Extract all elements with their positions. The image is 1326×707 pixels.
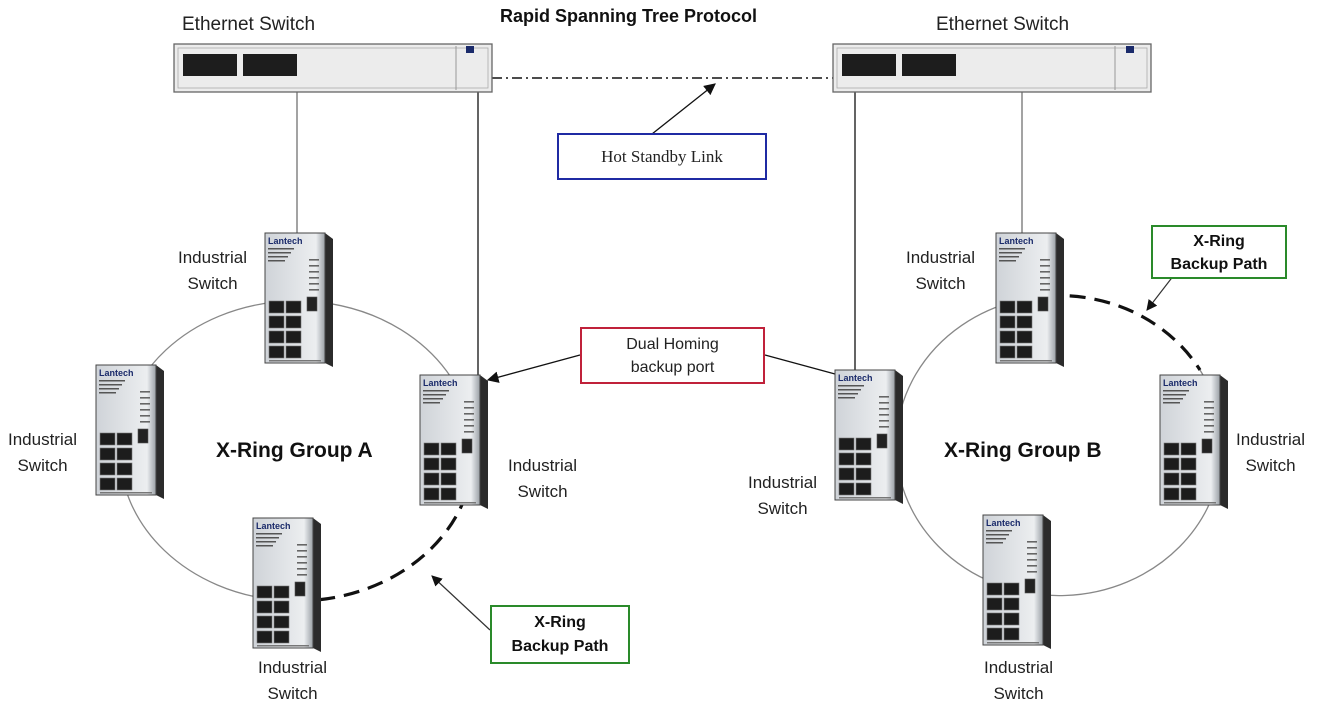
hot-standby-arrow [651,83,716,135]
backup-path-b-arrow [1146,274,1175,311]
dual-homing-arrow [486,354,581,383]
device-brand-label: Lantech [268,236,303,246]
industrial-switch-b-bottom: Lantech [982,514,1051,649]
industrial-switch-a-left: Lantech [95,364,164,499]
industrial-switch-a-top: Lantech [264,232,333,367]
group-a-label: X-Ring Group A [216,439,373,462]
ring-a-backup-path [276,419,476,603]
backup-path-a-callout: X-Ring Backup Path [490,605,630,664]
industrial-switch-b-top: Lantech [995,232,1064,367]
group-b-label: X-Ring Group B [944,439,1102,462]
dual-homing-link-b [764,354,836,375]
ring-a-solid [119,300,471,601]
dual-homing-callout: Dual Homing backup port [580,327,765,384]
industrial-switch-b-right: Lantech [1159,374,1228,509]
ethernet-switch-b-label: Ethernet Switch [936,14,1070,35]
hot-standby-text: Hot Standby Link [601,147,723,166]
industrial-switch-a-right: Lantech [419,374,488,509]
hot-standby-callout: Hot Standby Link [557,133,767,180]
backup-path-a-arrow [431,575,491,631]
industrial-switch-b-left: Lantech [834,369,903,504]
device-brand-label: Lantech [99,368,134,378]
device-brand-label: Lantech [423,378,458,388]
device-brand-label: Lantech [256,521,291,531]
device-brand-label: Lantech [999,236,1034,246]
industrial-switch-a-bottom: Lantech [252,517,321,652]
device-brand-label: Lantech [1163,378,1198,388]
ethernet-switch-a [173,43,493,93]
device-brand-label: Lantech [838,373,873,383]
ethernet-switch-b [832,43,1152,93]
backup-path-b-callout: X-Ring Backup Path [1151,225,1287,279]
diagram-title: Rapid Spanning Tree Protocol [500,6,758,26]
device-brand-label: Lantech [986,518,1021,528]
ethernet-switch-a-label: Ethernet Switch [182,14,316,35]
